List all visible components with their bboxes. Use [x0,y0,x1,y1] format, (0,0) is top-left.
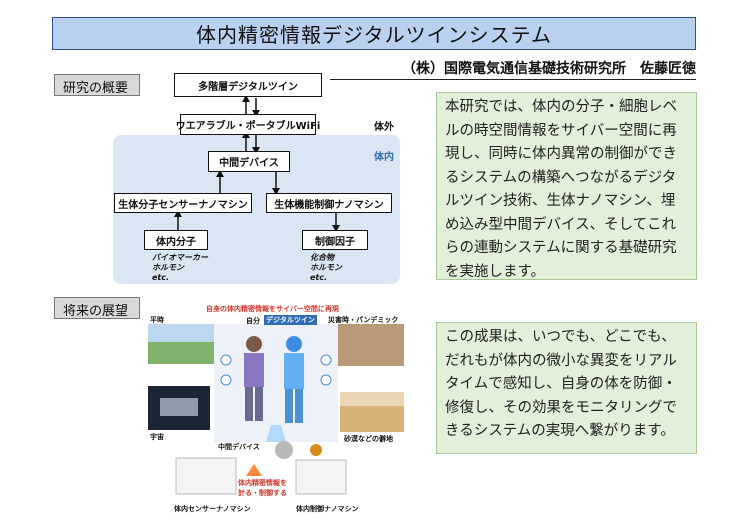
illustration-graphic [148,324,404,495]
future-text: この成果は、いつでも、どこでも、だれもが体内の微小な異変をリアルタイムで感知し、… [436,322,697,454]
box-multilayer-twin: 多階層デジタルツイン [174,73,322,97]
label-outside: 体外 [374,122,394,133]
overview-text: 本研究では、体内の分子・細胞レベルの時空間情報をサイバー空間に再現し、同時に体内… [436,92,697,280]
box-control-factor: 制御因子 [302,230,368,250]
photo-disaster [336,324,404,366]
page-title: 体内精密情報デジタルツインシステム [52,17,696,50]
label-middle-device: 中間デバイス [218,443,260,451]
future-illustration: 自身の体内精密情報をサイバー空間に再現 自分 デジタルツイン 平時 災害時・パン… [146,300,406,520]
label-inside: 体内 [374,152,394,163]
label-control-nanomachine: 体内制御ナノマシン [296,505,359,513]
label-normal-time: 平時 [150,316,164,324]
label-disaster: 災害時・パンデミック [328,316,399,324]
label-self: 自分 [246,317,260,325]
label-space: 宇宙 [150,433,164,441]
label-desert: 砂漠などの僻地 [344,435,393,443]
box-control-nanomachine: 生体機能制御ナノマシン [266,193,392,213]
middle-device-sphere [275,441,293,459]
box-middle-device: 中間デバイス [208,151,290,172]
box-wearable-wifi: ウエアラブル・ポータブルWiFi [176,114,320,135]
section-label-future: 将来の展望 [54,297,140,319]
author-line: （株）国際電気通信基礎技術研究所 佐藤匠徳 [330,58,696,80]
label-measure-control: 体内精密情報を 計る・制御する [238,479,287,497]
label-digital-twin: デジタルツイン [264,315,317,325]
illustration-header: 自身の体内精密情報をサイバー空間に再現 [206,305,339,313]
label-sensor-nanomachine: 体内センサーナノマシン [174,505,251,513]
section-label-overview: 研究の概要 [54,74,140,96]
box-sensor-nanomachine: 生体分子センサーナノマシン [114,193,252,213]
box-body-molecule: 体内分子 [144,230,208,250]
